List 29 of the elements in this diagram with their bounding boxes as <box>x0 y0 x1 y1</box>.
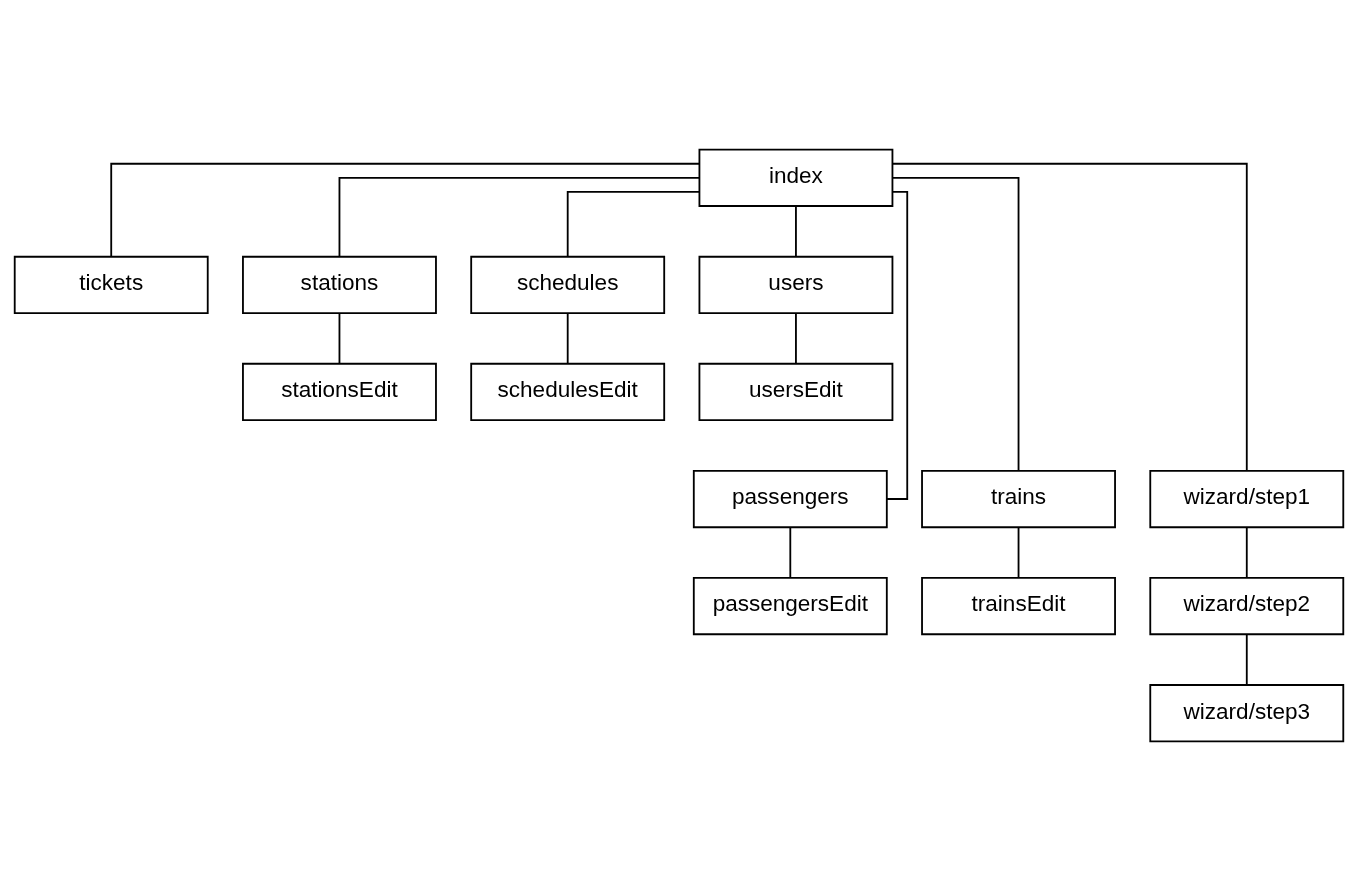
connector <box>338 312 341 365</box>
connector <box>1245 633 1248 686</box>
connector <box>795 312 797 365</box>
node-box: passengersEdit <box>692 577 888 636</box>
connector <box>566 191 701 258</box>
node-box: tickets <box>13 255 209 314</box>
node-box: index <box>698 148 894 207</box>
node-box: trains <box>921 469 1116 529</box>
connector <box>566 312 569 365</box>
node-box: users <box>698 255 894 314</box>
connector <box>891 162 1248 472</box>
connector <box>885 191 909 500</box>
node-box: trainsEdit <box>921 577 1116 636</box>
node-box: usersEdit <box>698 362 894 422</box>
node-box: wizard/step1 <box>1149 469 1345 529</box>
node-box: stationsEdit <box>242 362 437 422</box>
connector <box>110 162 701 258</box>
connector <box>338 176 701 258</box>
node-box: passengers <box>692 469 888 529</box>
node-box: wizard/step3 <box>1149 684 1345 743</box>
connector <box>795 205 797 258</box>
node-box: wizard/step2 <box>1149 577 1345 636</box>
connector <box>892 176 1020 472</box>
node-box: schedules <box>470 255 666 314</box>
connector <box>1017 526 1020 579</box>
node-box: stations <box>242 255 437 314</box>
connector <box>1245 526 1248 579</box>
node-box: schedulesEdit <box>470 362 666 422</box>
connector <box>789 526 792 579</box>
